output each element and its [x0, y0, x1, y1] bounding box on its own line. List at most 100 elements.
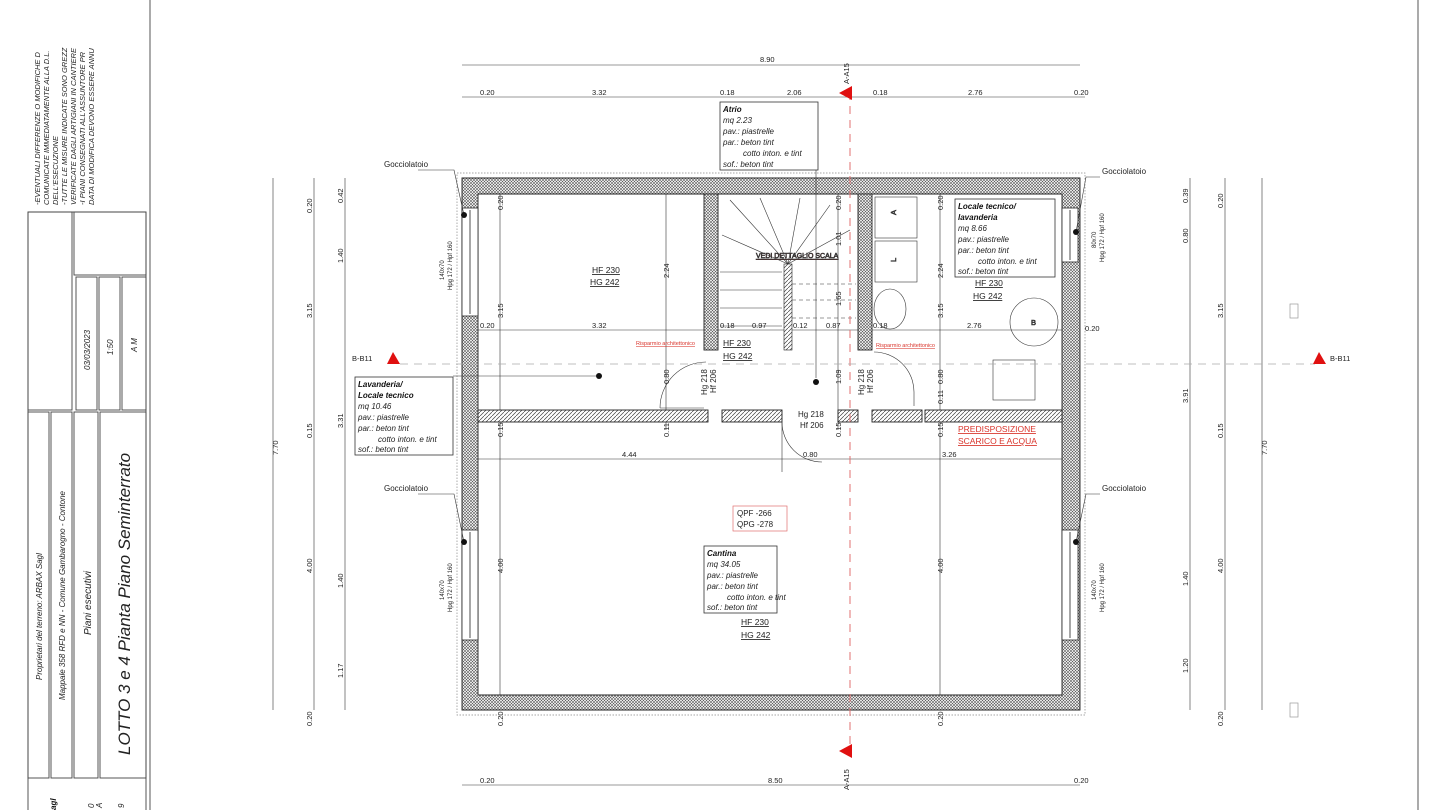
- window-height-label: Hpg 172 / Hpf 160: [448, 241, 454, 290]
- dim-label: 4.00: [496, 558, 505, 573]
- door-height-label: Hg 218: [700, 369, 709, 395]
- room-name: Cantina: [707, 549, 737, 558]
- room-finish: sof.: beton tint: [723, 160, 774, 169]
- section-a-label: A-A15: [842, 769, 851, 790]
- bathroom-fixtures: A L B: [873, 196, 1059, 401]
- dim-label: 2.76: [968, 88, 983, 97]
- dim-label: 3.26: [942, 450, 957, 459]
- general-notes: -EVENTUALI DIFFERENZE O MODIFICHE D COMU…: [33, 47, 96, 205]
- window-size-label: 140x70: [440, 260, 446, 280]
- qpg-level: QPG -278: [737, 520, 774, 529]
- door-height-label: Hf 206: [866, 369, 875, 393]
- dim-label: 0.20: [480, 321, 495, 330]
- dim-label: 0.20: [1085, 324, 1100, 333]
- dim-label: 3.15: [936, 303, 945, 318]
- gocciolatoio-label: Gocciolatoio: [1102, 484, 1147, 493]
- dim-label: 0.18: [873, 321, 888, 330]
- dim-label: 0.20: [480, 88, 495, 97]
- dim-label: 1.40: [336, 573, 345, 588]
- dim-label: 1.09: [834, 369, 843, 384]
- firm-fragment: 0: [87, 803, 96, 808]
- dim-label: 0.20: [936, 195, 945, 210]
- dim-label: 0.18: [873, 88, 888, 97]
- window-size-label: 140x70: [1092, 580, 1098, 600]
- note-line: DATA DI MODIFICA DEVONO ESSERE ANNU: [87, 48, 96, 205]
- dim-label: 0.20: [936, 711, 945, 726]
- room-name: Locale tecnico: [358, 391, 414, 400]
- room-finish: pav.: piastrelle: [957, 235, 1010, 244]
- predisposizione-note: SCARICO E ACQUA: [958, 436, 1037, 446]
- dim-label: 0.15: [1216, 423, 1225, 438]
- predisposizione-note: PREDISPOSIZIONE: [958, 424, 1036, 434]
- room-finish: par.: beton tint: [357, 424, 410, 433]
- risparmio-note: Risparmio architettonico: [876, 343, 935, 349]
- staircase: VEDI DETTAGLIO SCALA: [720, 197, 856, 351]
- qpf-level: QPF -266: [737, 509, 772, 518]
- note-line: -I PIANI CONSEGNATI ALL'ASSUNTORE PR: [78, 51, 87, 205]
- dim-label: 1.40: [336, 248, 345, 263]
- dim-label: 0.20: [496, 711, 505, 726]
- dim-label: 0.11: [936, 390, 945, 404]
- section-a-top-marker-icon: [839, 86, 852, 100]
- note-line: -EVENTUALI DIFFERENZE O MODIFICHE D: [33, 51, 42, 205]
- dim-label: 3.31: [336, 413, 345, 428]
- dim-label: 0.97: [752, 321, 767, 330]
- hf-label: HF 230: [975, 278, 1003, 288]
- room-name: Lavanderia/: [358, 380, 403, 389]
- hf-label: HF 230: [592, 265, 620, 275]
- dim-label: 0.80: [936, 369, 945, 384]
- room-name: lavanderia: [958, 213, 998, 222]
- dim-label: 1.17: [336, 663, 345, 678]
- note-line: DELL'ESECUZIONE: [51, 135, 60, 205]
- dim-label: 4.44: [622, 450, 637, 459]
- room-finish: par.: beton tint: [957, 246, 1010, 255]
- windows: [461, 207, 1079, 641]
- gocciolatoio-callouts: Gocciolatoio Gocciolatoio Gocciolatoio G…: [384, 160, 1147, 612]
- window-height-label: Hpg 172 / Hpf 160: [448, 563, 454, 612]
- dim-label: 4.00: [305, 558, 314, 573]
- owner-text: Proprietari del terreno: ARBAX Sagl: [35, 553, 44, 680]
- note-line: COMUNICATE IMMEDIATAMENTE ALLA D.L.: [42, 51, 51, 205]
- dim-label: 8.90: [760, 55, 775, 64]
- gocciolatoio-label: Gocciolatoio: [384, 484, 429, 493]
- phase-text: Piani esecutivi: [83, 570, 94, 635]
- room-finish: pav.: piastrelle: [357, 413, 410, 422]
- parcel-text: Mappale 358 RFD e NN - Comune Gambarogno…: [58, 490, 67, 700]
- hg-label: HG 242: [723, 351, 753, 361]
- dimension-lines: [272, 64, 1263, 786]
- dim-label: 0.11: [662, 423, 671, 437]
- section-markers: A-A15 A-A15 B-B11 B-B11: [352, 63, 1350, 790]
- dim-label: 3.15: [1216, 303, 1225, 318]
- dim-label: 0.15: [305, 423, 314, 438]
- dim-label: 0.87: [826, 321, 841, 330]
- dim-label: 0.20: [305, 711, 314, 726]
- walls: [461, 177, 1081, 711]
- title-block: Proprietari del terreno: ARBAX Sagl Mapp…: [27, 211, 147, 810]
- boiler-b-label: B: [1031, 318, 1036, 327]
- section-b-right-marker-icon: [1313, 352, 1326, 364]
- dim-label: 2.24: [936, 263, 945, 278]
- door-height-label: Hg 218: [798, 410, 824, 419]
- dim-label: 0.20: [496, 195, 505, 210]
- scale-text: 1:50: [106, 339, 115, 355]
- note-line: -TUTTE LE MISURE INDICATE SONO GREZZ: [60, 47, 69, 205]
- room-annotations: HF 230 HG 242 HF 230 HG 242 HF 230 HG 24…: [354, 101, 1056, 640]
- dim-label: 0.80: [1181, 228, 1190, 243]
- dim-label: 4.00: [1216, 558, 1225, 573]
- date-text: 03/03/2023: [83, 329, 92, 370]
- dim-label: 1.65: [834, 291, 843, 306]
- dim-label: 2.06: [787, 88, 802, 97]
- reference-mark: [1289, 702, 1299, 718]
- room-finish: sof.: beton tint: [958, 267, 1009, 276]
- dim-label: 3.32: [592, 321, 607, 330]
- room-area: mq 34.05: [707, 560, 741, 569]
- dim-label: 4.00: [936, 558, 945, 573]
- dim-label: 3.15: [496, 303, 505, 318]
- section-a-bottom-marker-icon: [839, 744, 852, 758]
- drip-point-icon: [461, 539, 467, 545]
- dim-label: 0.18: [720, 88, 735, 97]
- dimension-labels: 8.90 0.20 3.32 0.18 2.06 0.18 2.76 0.20 …: [271, 55, 1269, 785]
- door-height-label: Hf 206: [709, 369, 718, 393]
- hg-label: HG 242: [590, 277, 620, 287]
